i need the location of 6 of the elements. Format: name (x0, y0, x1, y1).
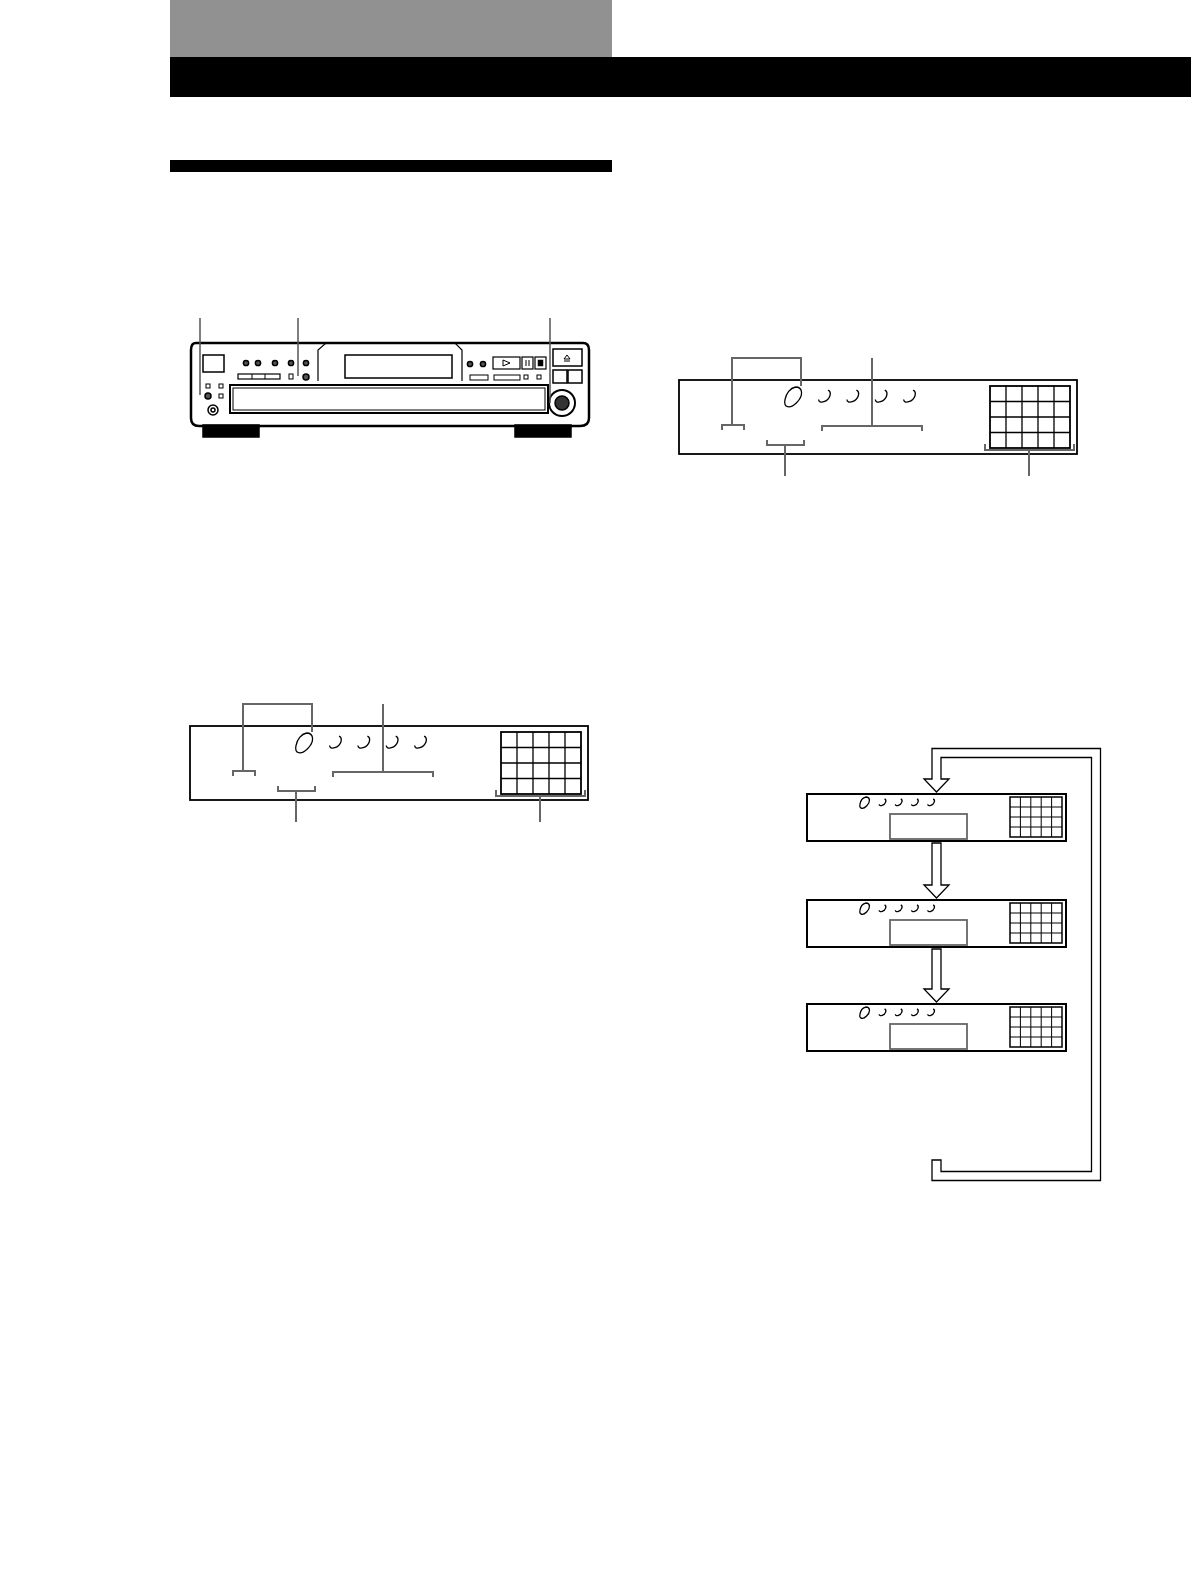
display-panel (806, 1003, 1067, 1052)
flow-arrow (922, 948, 951, 1003)
flow-arrow (922, 747, 1102, 1182)
display-panel (806, 793, 1067, 842)
display-panel (806, 899, 1067, 948)
flow-arrow (922, 842, 951, 899)
